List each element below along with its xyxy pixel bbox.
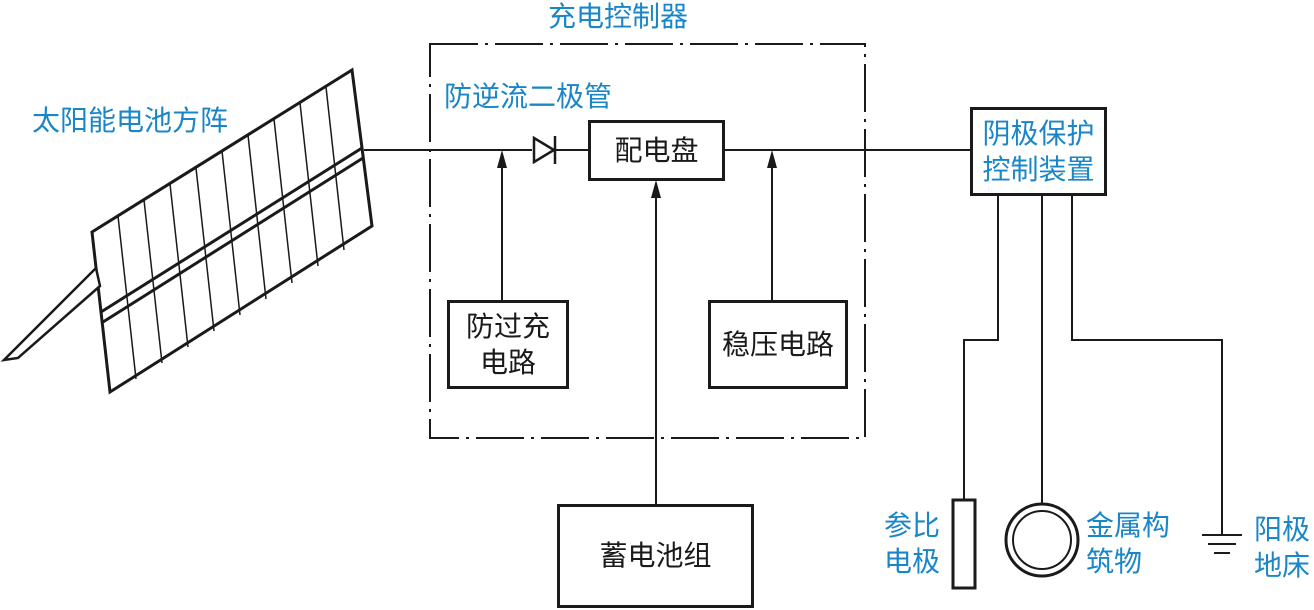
diode-symbol <box>532 135 557 165</box>
reference-electrode-label: 参比 电极 <box>884 508 940 580</box>
arrow-regulator <box>767 150 777 168</box>
cathodic-protection-label-line2: 控制装置 <box>982 152 1095 186</box>
solar-panel <box>0 67 374 395</box>
metal-structure-label: 金属构 筑物 <box>1086 508 1170 580</box>
arrowheads <box>497 150 777 198</box>
charge-controller-label: 充电控制器 <box>548 0 689 33</box>
reference-electrode-symbol <box>951 498 977 590</box>
cathodic-protection-label-line1: 阴极保护 <box>982 116 1095 150</box>
cathodic-protection-box: 阴极保护 控制装置 <box>970 107 1107 196</box>
metal-structure-label-line2: 筑物 <box>1086 545 1143 578</box>
voltage-regulator-label: 稳压电路 <box>721 327 834 361</box>
overcharge-circuit-box: 防过充 电路 <box>447 300 569 389</box>
metal-structure-label-line1: 金属构 <box>1086 509 1171 542</box>
reference-electrode-label-line1: 参比 <box>884 509 941 542</box>
solar-panel-stand <box>0 265 102 362</box>
anti-reverse-diode-label: 防逆流二极管 <box>444 80 613 113</box>
metal-structure-symbol <box>1004 502 1080 578</box>
wiring <box>364 149 1223 535</box>
overcharge-circuit-label-line1: 防过充 <box>465 309 550 343</box>
wire-to-anode-bed <box>1071 195 1223 535</box>
voltage-regulator-box: 稳压电路 <box>708 300 848 389</box>
anode-bed-label-line2: 地床 <box>1254 549 1311 582</box>
solar-panel-divider <box>100 146 363 314</box>
ground-symbol <box>1202 534 1242 554</box>
anode-bed-label: 阳极 地床 <box>1254 512 1310 584</box>
arrow-overcharge <box>497 150 507 168</box>
arrow-battery <box>651 180 661 198</box>
battery-bank-box: 蓄电池组 <box>557 504 754 608</box>
distribution-panel-box: 配电盘 <box>588 120 725 181</box>
solar-panel-divider <box>102 156 364 324</box>
battery-bank-label: 蓄电池组 <box>599 539 712 572</box>
solar-cell-grid <box>117 86 345 380</box>
anode-bed-label-line1: 阳极 <box>1254 513 1311 546</box>
solar-array-label: 太阳能电池方阵 <box>32 104 229 137</box>
reference-electrode-label-line2: 电极 <box>884 545 941 578</box>
wire-to-reference-electrode <box>963 195 999 500</box>
distribution-panel-label: 配电盘 <box>614 133 699 167</box>
charge-controller-frame <box>429 43 866 439</box>
overcharge-circuit-label-line2: 电路 <box>479 345 536 379</box>
